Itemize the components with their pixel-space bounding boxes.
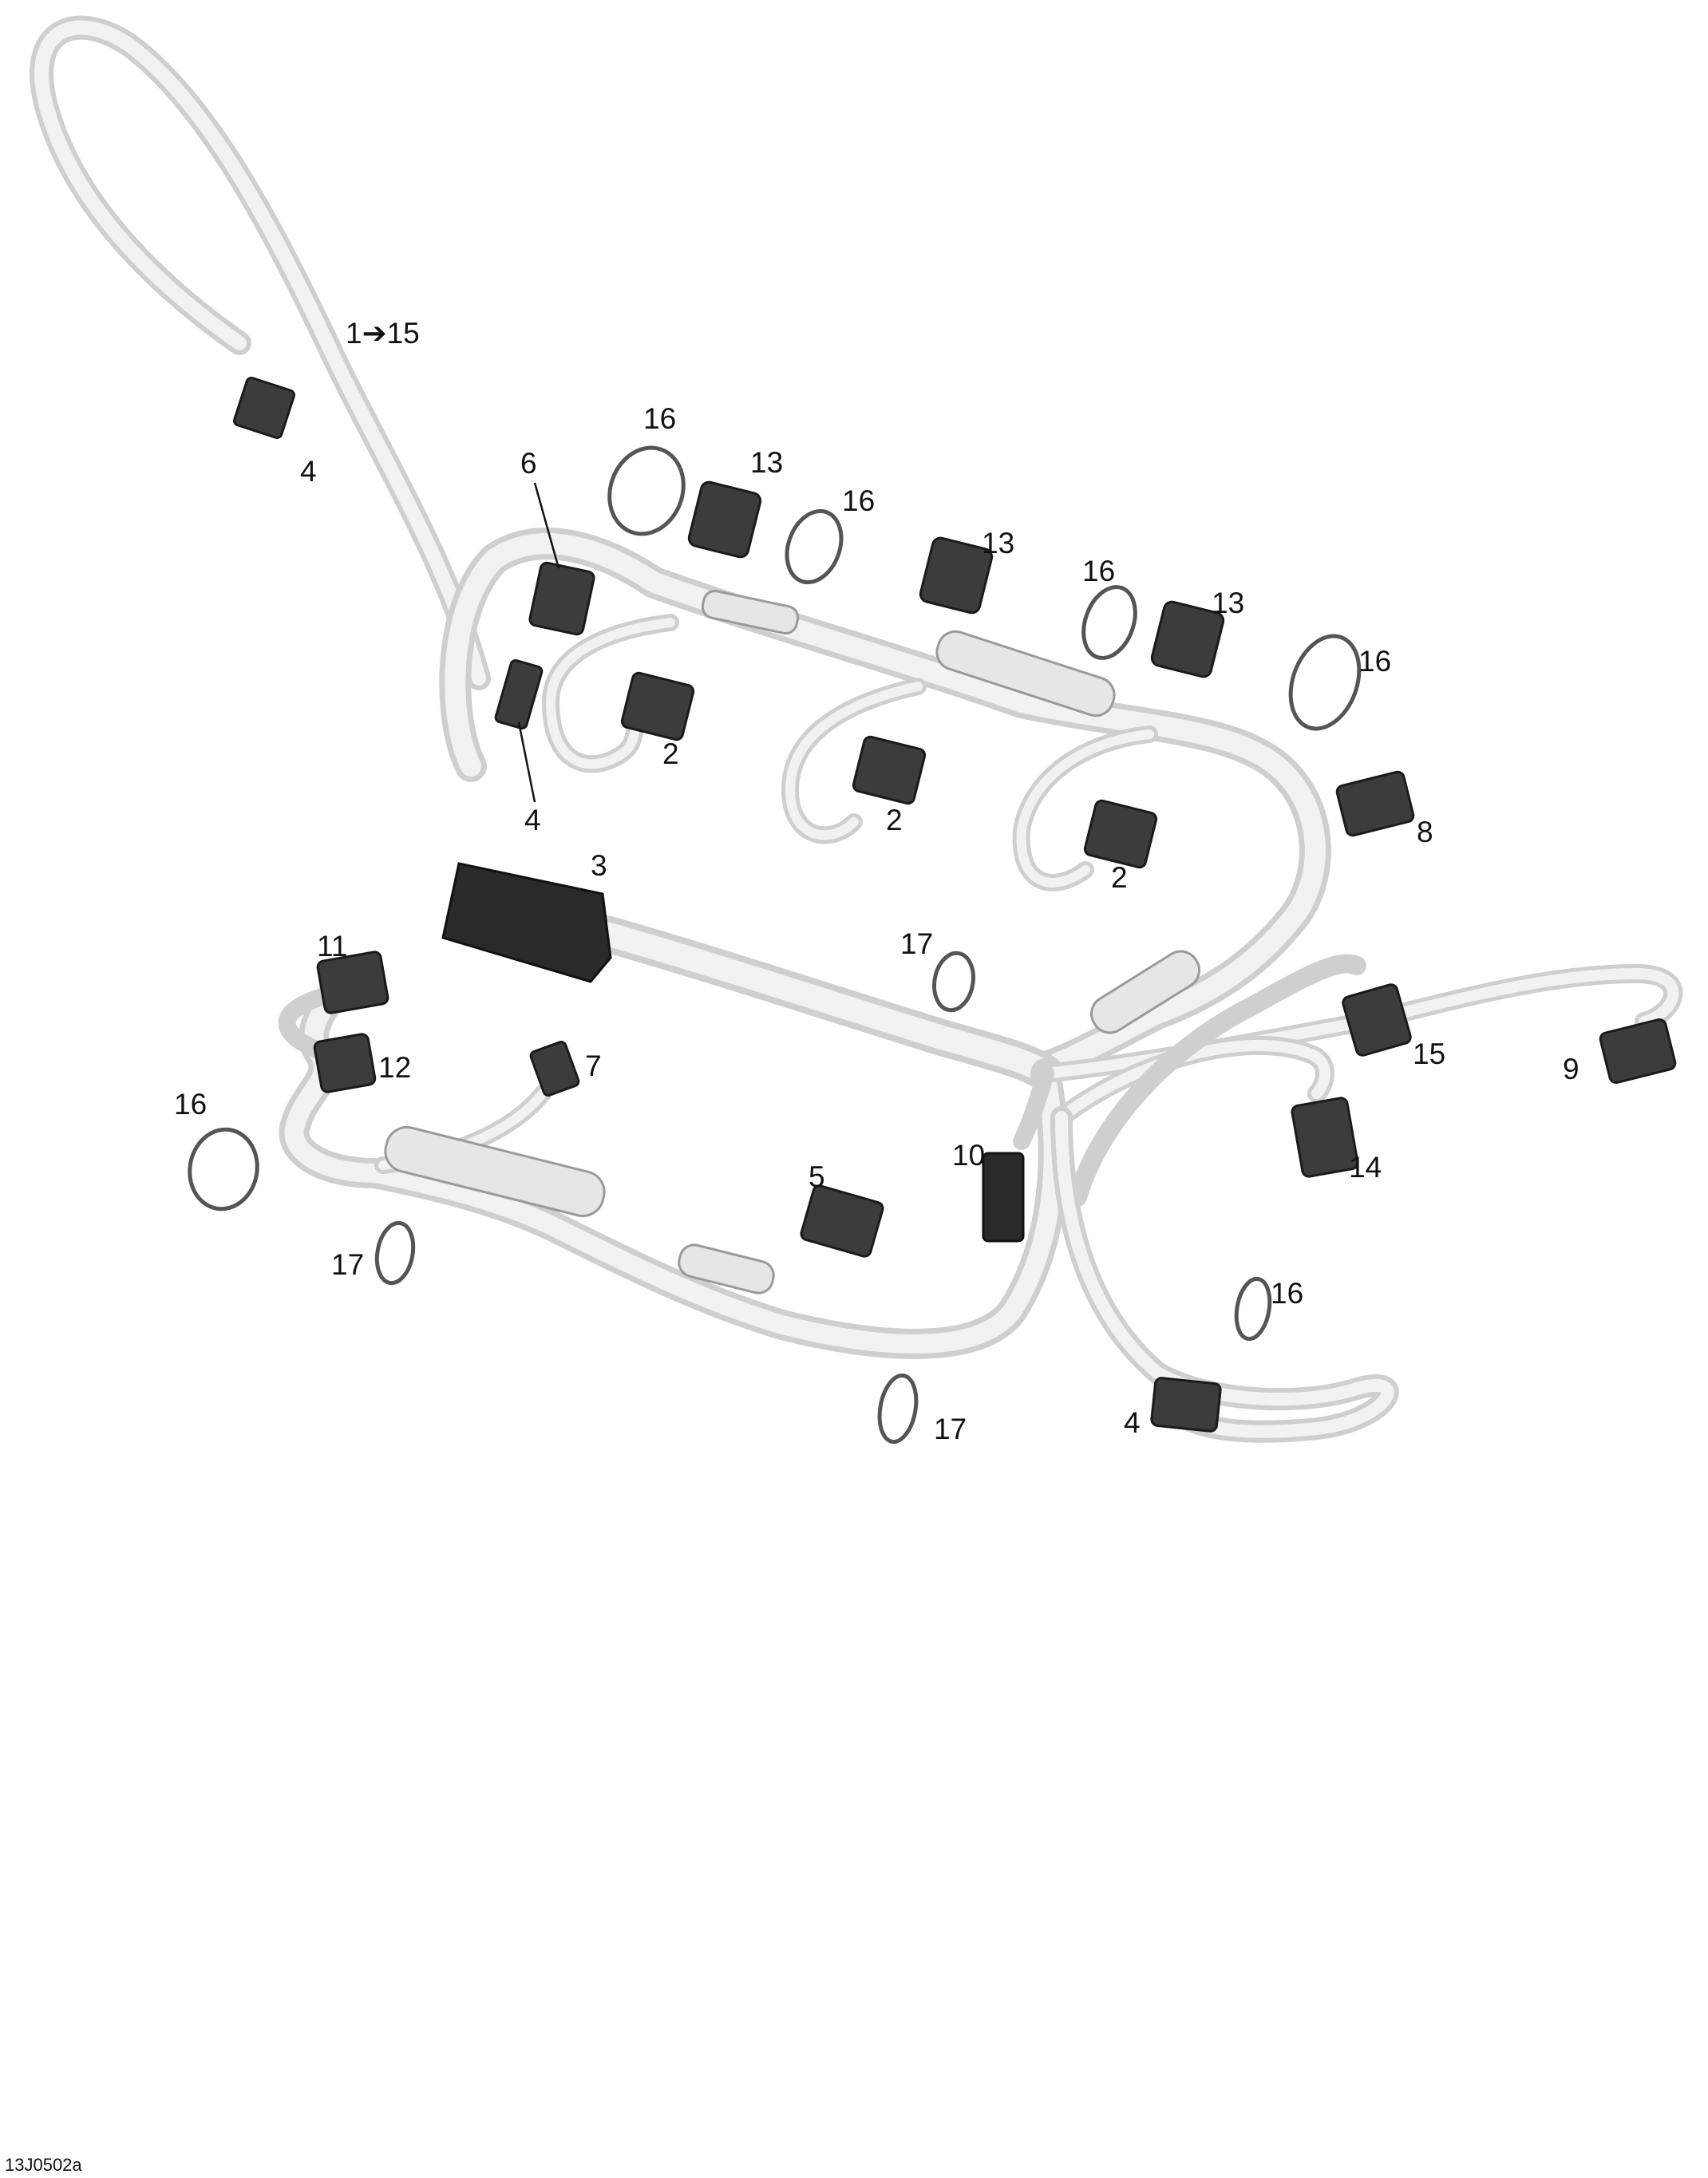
harness-wires bbox=[30, 15, 1683, 1443]
callout-6: 6 bbox=[520, 447, 537, 480]
callout-4-top: 4 bbox=[300, 455, 317, 488]
callout-7: 7 bbox=[585, 1049, 602, 1082]
callout-16-e: 16 bbox=[174, 1088, 207, 1121]
callout-2-c: 2 bbox=[1111, 861, 1128, 894]
clamp-16-d bbox=[1288, 634, 1362, 731]
clamp-17-b bbox=[374, 1220, 416, 1286]
clamp-16-e bbox=[188, 1127, 259, 1212]
sleeve-lower-mid bbox=[678, 1243, 775, 1295]
sleeve-upper-left bbox=[701, 590, 800, 634]
callout-2-a: 2 bbox=[662, 737, 679, 770]
callout-15: 15 bbox=[1413, 1038, 1445, 1070]
figure-id: 13J0502a bbox=[5, 2155, 82, 2175]
callout-17-c: 17 bbox=[934, 1413, 967, 1445]
leader-6 bbox=[533, 482, 560, 569]
callout-8: 8 bbox=[1417, 816, 1433, 848]
callout-2-b: 2 bbox=[886, 804, 903, 836]
clamp-16-c bbox=[1081, 585, 1137, 660]
callout-16-f: 16 bbox=[1271, 1277, 1303, 1310]
callout-9: 9 bbox=[1563, 1053, 1580, 1085]
connector-9 bbox=[1599, 1018, 1677, 1085]
connector-14 bbox=[1291, 1097, 1359, 1178]
callout-16-c: 16 bbox=[1082, 555, 1115, 587]
connector-10 bbox=[982, 1152, 1025, 1243]
callout-11: 11 bbox=[317, 930, 347, 963]
connector-4-top bbox=[232, 376, 296, 440]
connector-4-mid bbox=[494, 658, 544, 730]
connector-13-b bbox=[919, 536, 994, 615]
clamp-17-a bbox=[932, 951, 975, 1013]
connector-15 bbox=[1342, 983, 1412, 1057]
connector-12 bbox=[313, 1033, 377, 1093]
clamp-16-a bbox=[607, 445, 686, 536]
callout-17-a: 17 bbox=[900, 927, 933, 960]
callout-13-c: 13 bbox=[1212, 587, 1244, 619]
callout-13-a: 13 bbox=[750, 446, 783, 479]
callout-5: 5 bbox=[809, 1160, 825, 1193]
harness-sleeves bbox=[384, 590, 1200, 1295]
callout-4-mid: 4 bbox=[524, 804, 541, 836]
sleeve-right-down bbox=[1090, 950, 1200, 1034]
connector-13-c bbox=[1150, 600, 1225, 678]
callout-13-b: 13 bbox=[982, 527, 1014, 559]
connector-8 bbox=[1335, 770, 1415, 837]
connector-7 bbox=[529, 1041, 580, 1097]
connector-3 bbox=[441, 862, 612, 983]
connector-11 bbox=[316, 951, 389, 1014]
callout-16-b: 16 bbox=[842, 484, 875, 517]
connector-2-c bbox=[1083, 799, 1158, 869]
sleeve-upper-mid bbox=[935, 630, 1116, 717]
connector-4-bottom bbox=[1150, 1377, 1222, 1433]
callout-16-d: 16 bbox=[1358, 645, 1391, 678]
connector-5 bbox=[800, 1184, 884, 1258]
clamp-16-b bbox=[785, 508, 844, 585]
connectors bbox=[232, 376, 1677, 1433]
connector-2-a bbox=[620, 671, 695, 741]
leader-lines bbox=[517, 482, 560, 803]
callout-16-a: 16 bbox=[643, 402, 676, 435]
sleeve-lower-left bbox=[384, 1125, 606, 1218]
clamp-17-c bbox=[877, 1373, 919, 1445]
callout-17-b: 17 bbox=[331, 1248, 364, 1281]
callouts: 1➔15 4 6 16 13 16 13 16 13 16 2 4 2 2 8 … bbox=[5, 317, 1580, 2175]
connector-2-b bbox=[852, 735, 927, 805]
kit-note: 1➔15 bbox=[346, 317, 420, 350]
callout-10: 10 bbox=[952, 1139, 985, 1172]
connector-6 bbox=[528, 561, 595, 636]
clamps bbox=[188, 445, 1362, 1445]
callout-3: 3 bbox=[591, 849, 607, 882]
callout-14: 14 bbox=[1349, 1151, 1382, 1184]
connector-13-a bbox=[687, 480, 762, 559]
leader-4-mid bbox=[517, 721, 536, 803]
callout-12: 12 bbox=[378, 1051, 411, 1084]
clamp-16-f bbox=[1234, 1276, 1272, 1342]
callout-4-bottom: 4 bbox=[1124, 1406, 1141, 1439]
